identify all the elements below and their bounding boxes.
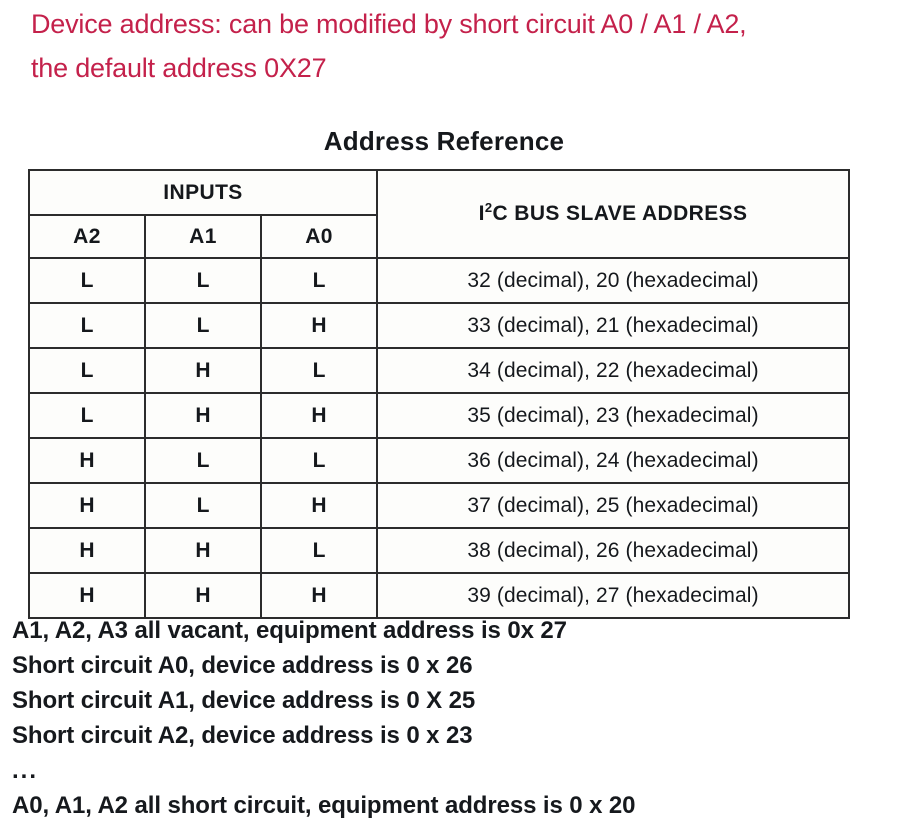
cell-a1: H [144,347,262,394]
cell-a2: H [28,437,146,484]
cell-a2: L [28,257,146,304]
cell-a1: L [144,437,262,484]
table-row: L H L 34 (decimal), 22 (hexadecimal) [28,347,851,394]
cell-a1: L [144,482,262,529]
footnote-line: Short circuit A1, device address is 0 X … [12,687,476,714]
cell-a1: H [144,527,262,574]
cell-a0: H [259,392,379,439]
cell-a1: L [144,302,262,349]
cell-a0: H [259,572,379,619]
table-header-row-group: INPUTS I2C BUS SLAVE ADDRESS [27,169,851,259]
cell-address: 35 (decimal), 23 (hexadecimal) [376,392,851,439]
table-row: L L H 33 (decimal), 21 (hexadecimal) [28,302,851,349]
header-i2c-superscript: 2 [484,200,493,215]
cell-a2: L [28,302,146,349]
cell-a0: L [259,347,379,394]
cell-a1: H [144,392,262,439]
table-row: H L L 36 (decimal), 24 (hexadecimal) [28,437,851,484]
table-header-row-columns: A2 A1 A0 [28,214,849,259]
cell-a0: L [259,437,379,484]
cell-a0: L [259,527,379,574]
header-column-a0: A0 [259,214,379,259]
footnote-line: A1, A2, A3 all vacant, equipment address… [12,617,567,644]
address-footnotes: A1, A2, A3 all vacant, equipment address… [12,613,912,823]
table-row: H H H 39 (decimal), 27 (hexadecimal) [28,572,851,619]
device-address-note-line-2: the default address 0X27 [31,53,327,83]
cell-a0: H [259,302,379,349]
address-reference-table: INPUTS I2C BUS SLAVE ADDRESS A2 A1 A0 L … [27,169,851,619]
footnote-line: A0, A1, A2 all short circuit, equipment … [12,792,636,819]
cell-address: 39 (decimal), 27 (hexadecimal) [376,572,851,619]
device-address-note: Device address: can be modified by short… [31,2,920,90]
footnote-line: Short circuit A0, device address is 0 x … [12,652,473,679]
header-i2c-rest: C BUS SLAVE ADDRESS [492,202,748,225]
cell-address: 36 (decimal), 24 (hexadecimal) [376,437,851,484]
cell-address: 38 (decimal), 26 (hexadecimal) [376,527,851,574]
table-body: L L L 32 (decimal), 20 (hexadecimal) L L… [28,257,851,619]
cell-address: 34 (decimal), 22 (hexadecimal) [376,347,851,394]
cell-a2: L [28,347,146,394]
header-column-a1: A1 [144,214,262,259]
table-row: L H H 35 (decimal), 23 (hexadecimal) [28,392,851,439]
table-row: H H L 38 (decimal), 26 (hexadecimal) [28,527,851,574]
header-column-a2: A2 [28,214,146,259]
cell-a0: H [259,482,379,529]
device-address-note-line-1: Device address: can be modified by short… [31,9,747,39]
cell-address: 33 (decimal), 21 (hexadecimal) [376,302,851,349]
cell-address: 32 (decimal), 20 (hexadecimal) [376,257,851,304]
address-reference-title: Address Reference [323,126,565,156]
cell-address: 37 (decimal), 25 (hexadecimal) [376,482,851,529]
table-head: INPUTS I2C BUS SLAVE ADDRESS A2 A1 A0 [27,169,851,259]
address-reference-block: Address Reference INPUTS I2C BUS SLAVE A… [27,126,851,619]
cell-a2: H [28,527,146,574]
cell-a1: H [144,572,262,619]
cell-a0: L [259,257,379,304]
header-inputs-group: INPUTS [27,169,379,216]
header-i2c-prefix: I [478,202,485,225]
cell-a2: H [28,482,146,529]
header-i2c-bus-slave-address: I2C BUS SLAVE ADDRESS [376,169,851,259]
footnote-ellipsis: ... [12,757,39,784]
table-row: L L L 32 (decimal), 20 (hexadecimal) [28,257,851,304]
cell-a2: H [28,572,146,619]
cell-a1: L [144,257,262,304]
table-row: H L H 37 (decimal), 25 (hexadecimal) [28,482,851,529]
cell-a2: L [28,392,146,439]
footnote-line: Short circuit A2, device address is 0 x … [12,722,473,749]
